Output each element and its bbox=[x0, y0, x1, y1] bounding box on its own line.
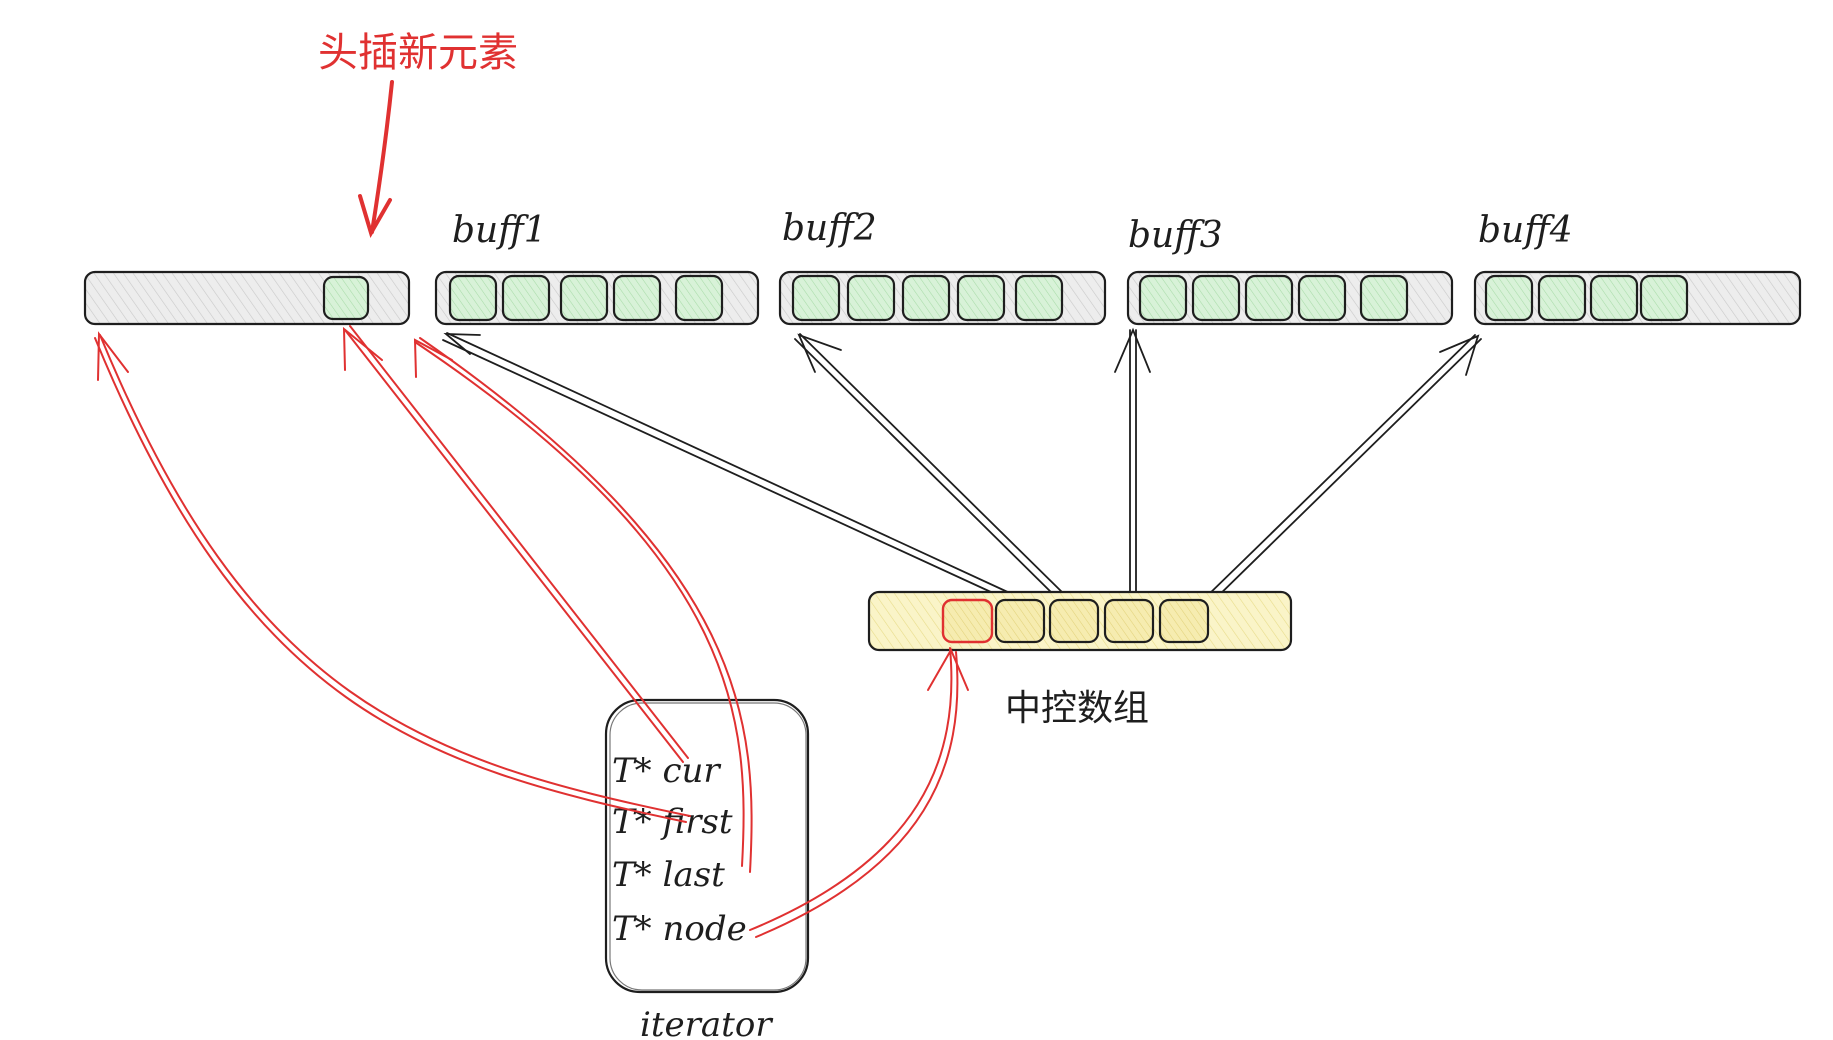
buffer-cell bbox=[322, 275, 370, 321]
iterator-box: T* cur T* first T* last T* node bbox=[604, 698, 810, 994]
pointer-arrow-buff1 bbox=[442, 332, 1013, 599]
buffer-cell bbox=[1484, 274, 1534, 322]
buffer-cell bbox=[1014, 274, 1064, 322]
control-cell bbox=[994, 598, 1046, 644]
buffer-cell bbox=[1639, 274, 1689, 322]
control-array bbox=[867, 590, 1293, 652]
buffer-cell bbox=[612, 274, 662, 322]
buffer-0 bbox=[83, 270, 411, 326]
iterator-field-node: T* node bbox=[612, 909, 747, 949]
buffer-label-1: buff1 bbox=[452, 210, 547, 251]
iterator-label: iterator bbox=[640, 1005, 773, 1040]
header-arrow bbox=[358, 80, 394, 239]
buffer-1 bbox=[434, 270, 760, 326]
buffer-label-4: buff4 bbox=[1478, 210, 1573, 251]
buffer-cell bbox=[1297, 274, 1347, 322]
buffer-3 bbox=[1126, 270, 1454, 326]
control-cell bbox=[1103, 598, 1155, 644]
buffer-cell bbox=[1244, 274, 1294, 322]
buffer-label-3: buff3 bbox=[1128, 215, 1223, 256]
buffer-cell bbox=[559, 274, 609, 322]
control-pointer-arrows bbox=[442, 327, 1482, 603]
control-cell bbox=[1048, 598, 1100, 644]
buffer-4 bbox=[1473, 270, 1802, 326]
buffer-cell bbox=[1359, 274, 1409, 322]
arrow-cur bbox=[342, 325, 689, 763]
buffer-cell bbox=[791, 274, 841, 322]
pointer-arrow-buff4 bbox=[1204, 334, 1482, 603]
buffer-cell bbox=[1191, 274, 1241, 322]
buffer-cell bbox=[1138, 274, 1188, 322]
header-label: 头插新元素 bbox=[318, 30, 518, 76]
pointer-arrow-buff2 bbox=[794, 333, 1067, 601]
pointer-arrow-buff3 bbox=[1114, 327, 1151, 597]
iterator-field-cur: T* cur bbox=[612, 751, 721, 791]
buffer-cell bbox=[956, 274, 1006, 322]
buffer-cell bbox=[1589, 274, 1639, 322]
control-cell bbox=[1158, 598, 1210, 644]
buffer-cell bbox=[448, 274, 498, 322]
arrow-first bbox=[94, 331, 691, 823]
iterator-red-arrows bbox=[94, 325, 969, 938]
buffer-cell bbox=[1537, 274, 1587, 322]
buffer-label-2: buff2 bbox=[782, 208, 877, 249]
control-cell-current bbox=[941, 598, 994, 644]
buffer-2 bbox=[778, 270, 1107, 326]
iterator-field-first: T* first bbox=[612, 802, 733, 842]
iterator-field-last: T* last bbox=[612, 855, 725, 895]
buffer-cell bbox=[901, 274, 951, 322]
buffer-cell bbox=[846, 274, 896, 322]
arrow-last bbox=[413, 337, 753, 873]
iterator-frame bbox=[604, 698, 810, 994]
arrow-node bbox=[749, 647, 969, 938]
control-label: 中控数组 bbox=[1005, 688, 1149, 729]
buffer-cell bbox=[674, 274, 724, 322]
buffer-cell bbox=[501, 274, 551, 322]
